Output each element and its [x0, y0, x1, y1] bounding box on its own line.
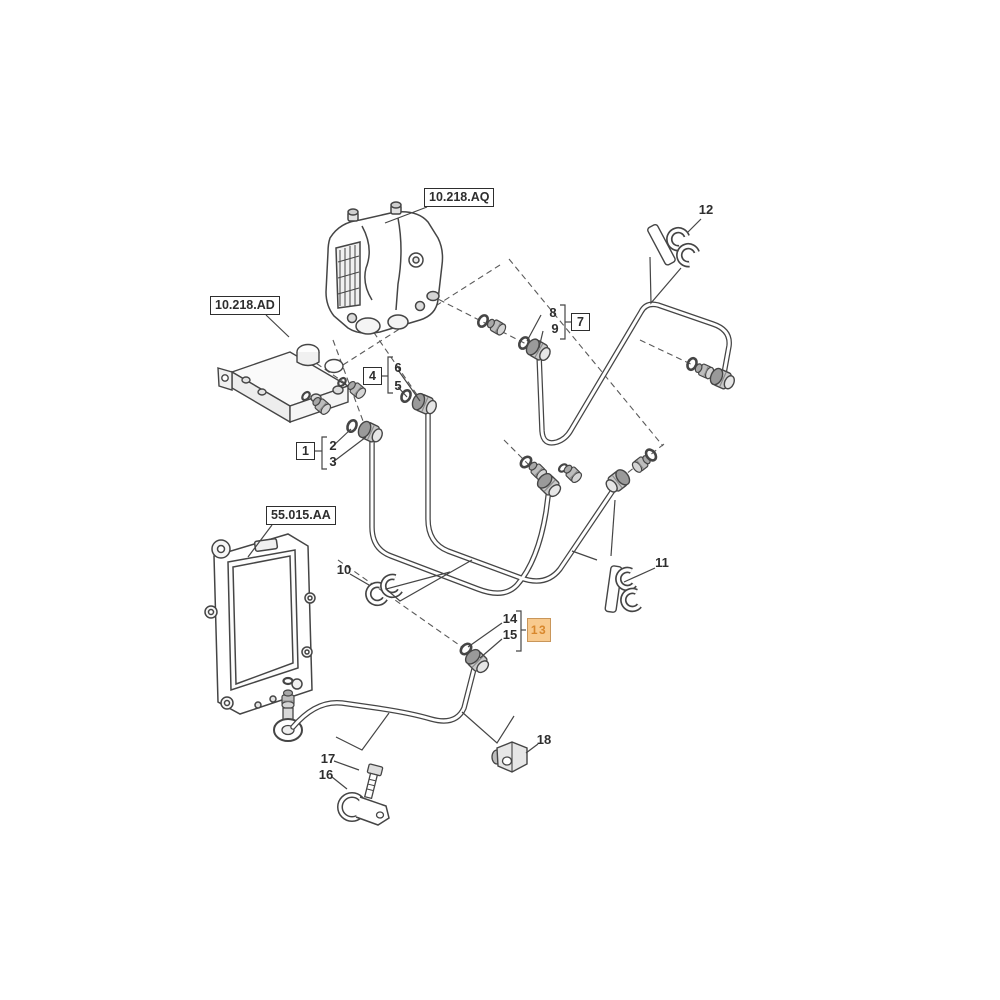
callout-4[interactable]: 4 — [363, 367, 382, 385]
fuel-injection-pump-drawing — [325, 201, 444, 335]
union-nut-mid-right — [602, 466, 633, 497]
section-label-ecu[interactable]: 55.015.AA — [266, 506, 336, 525]
callout-leader-lines — [247, 206, 702, 790]
banjo-bolt-item-18 — [491, 741, 528, 773]
adapter-mid — [561, 462, 584, 485]
union-nut-item-6 — [409, 390, 440, 418]
oring-item-2 — [344, 417, 360, 435]
engine-control-unit-drawing — [204, 533, 316, 715]
callout-3[interactable]: 3 — [329, 454, 337, 469]
double-pipe-clamp-item-11 — [604, 565, 640, 613]
callout-16[interactable]: 16 — [318, 767, 334, 782]
callout-8[interactable]: 8 — [549, 305, 557, 320]
adapter-mid-right — [630, 452, 654, 475]
double-pipe-clamp-item-12 — [647, 224, 698, 266]
ecu-fitting — [281, 689, 295, 710]
fuel-line-pipes — [290, 301, 732, 730]
callout-13-highlighted[interactable]: 13 — [527, 618, 551, 642]
callout-17[interactable]: 17 — [320, 751, 336, 766]
callout-7[interactable]: 7 — [571, 313, 590, 331]
callout-14[interactable]: 14 — [502, 611, 518, 626]
callout-10[interactable]: 10 — [336, 562, 352, 577]
section-label-pump[interactable]: 10.218.AQ — [424, 188, 495, 207]
callout-11[interactable]: 11 — [655, 555, 669, 570]
clamp-bolt-item-17 — [363, 763, 384, 800]
callout-18[interactable]: 18 — [536, 732, 552, 747]
callout-6[interactable]: 6 — [394, 360, 402, 375]
section-label-valve[interactable]: 10.218.AD — [210, 296, 280, 315]
p-clamp-item-16 — [337, 792, 390, 826]
callout-2[interactable]: 2 — [329, 438, 337, 453]
callout-12[interactable]: 12 — [698, 202, 714, 217]
callout-15[interactable]: 15 — [502, 627, 518, 642]
callout-5[interactable]: 5 — [394, 378, 402, 393]
callout-9[interactable]: 9 — [551, 321, 559, 336]
callout-1[interactable]: 1 — [296, 442, 315, 460]
